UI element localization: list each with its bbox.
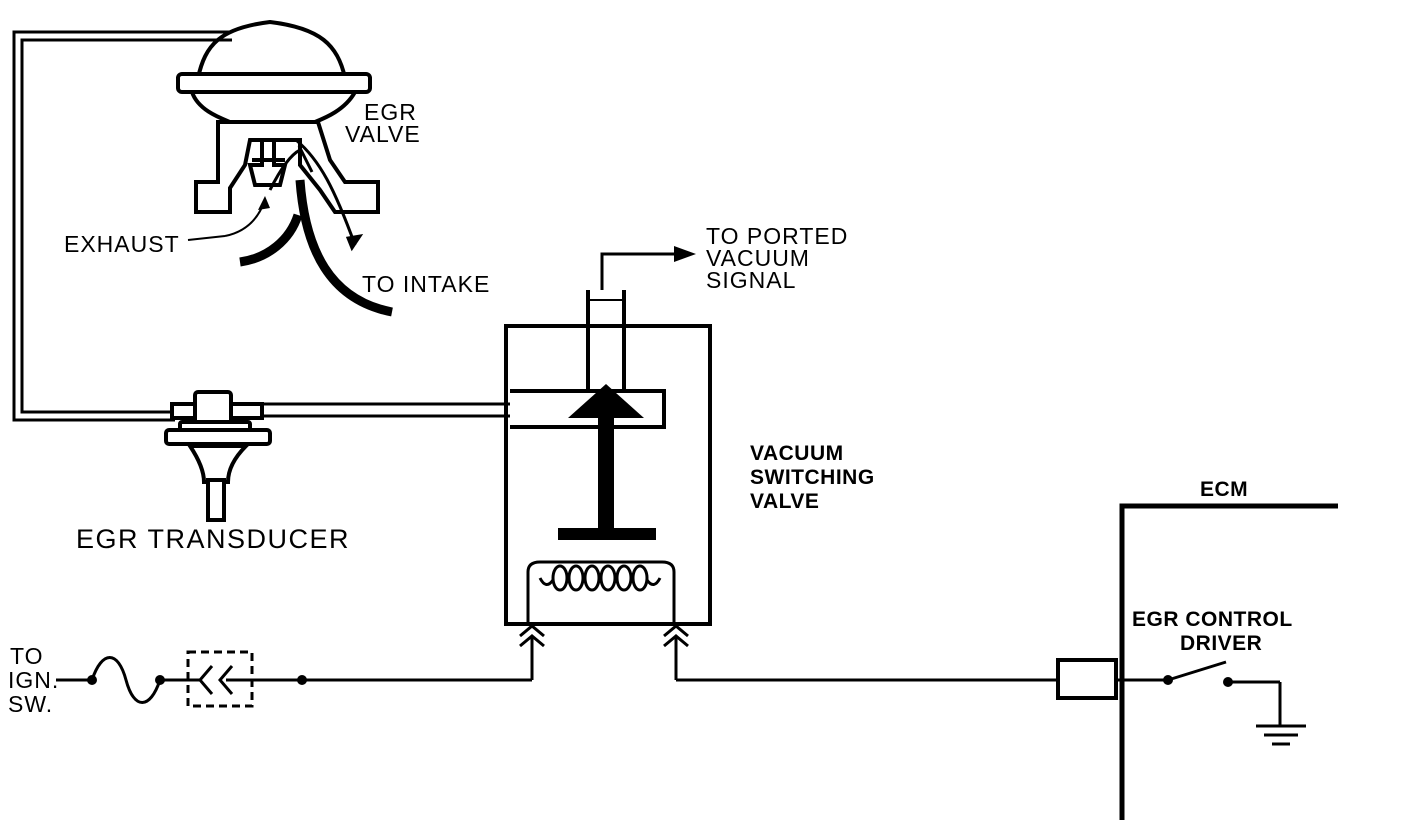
exhaust-label: EXHAUST [64, 231, 180, 257]
egr-control-driver-label-2: DRIVER [1180, 632, 1262, 655]
fuse-terminal-left [87, 675, 97, 685]
vsv-label-3: VALVE [750, 490, 819, 513]
egr-valve-label-2: VALVE [345, 121, 421, 147]
egr-valve-label-1: EGR [364, 99, 417, 125]
ecm-boundary [1119, 503, 1338, 820]
vsv-plunger [558, 384, 656, 540]
vacuum-switching-valve [504, 290, 712, 626]
ign-switch-label-3: SW. [8, 691, 53, 717]
splice-dot [297, 675, 307, 685]
egr-pipes [239, 179, 393, 317]
exhaust-leader [187, 235, 226, 241]
egr-control-driver-label-1: EGR CONTROL [1132, 608, 1293, 631]
vacuum-hose-valve-to-transducer [12, 30, 232, 422]
egr-transducer-label: EGR TRANSDUCER [76, 524, 350, 554]
ported-vacuum-line [600, 252, 676, 290]
switch-contact-right [1223, 677, 1233, 687]
ign-switch-label-1: TO [10, 643, 44, 669]
egr-transducer [164, 390, 272, 522]
ecm-connector [1056, 658, 1118, 700]
egr-flow-arrows [268, 138, 364, 252]
ground-icon [1256, 724, 1306, 746]
ported-vacuum-label-1: TO PORTED [706, 223, 848, 249]
egr-valve [176, 19, 380, 214]
connector-symbol [186, 650, 254, 708]
vsv-terminals [519, 624, 689, 680]
ported-vacuum-label-2: VACUUM [706, 245, 810, 271]
switch-contact-left [1163, 675, 1173, 685]
ported-vacuum-arrowhead [674, 246, 696, 262]
egr-control-driver-switch [1116, 660, 1282, 726]
vsv-solenoid-coil [526, 560, 676, 622]
vsv-label-1: VACUUM [750, 442, 844, 465]
ign-switch-label-2: IGN. [8, 667, 59, 693]
to-intake-label: TO INTAKE [362, 271, 490, 297]
ported-vacuum-label-3: SIGNAL [706, 267, 796, 293]
ecm-label: ECM [1200, 478, 1248, 501]
ignition-feed-wire [56, 656, 532, 704]
vsv-label-2: SWITCHING [750, 466, 875, 489]
fuse-terminal-right [155, 675, 165, 685]
vacuum-hose-transducer-to-vsv [258, 402, 510, 418]
exhaust-arrowhead [258, 196, 270, 210]
fuse-symbol [90, 656, 162, 704]
